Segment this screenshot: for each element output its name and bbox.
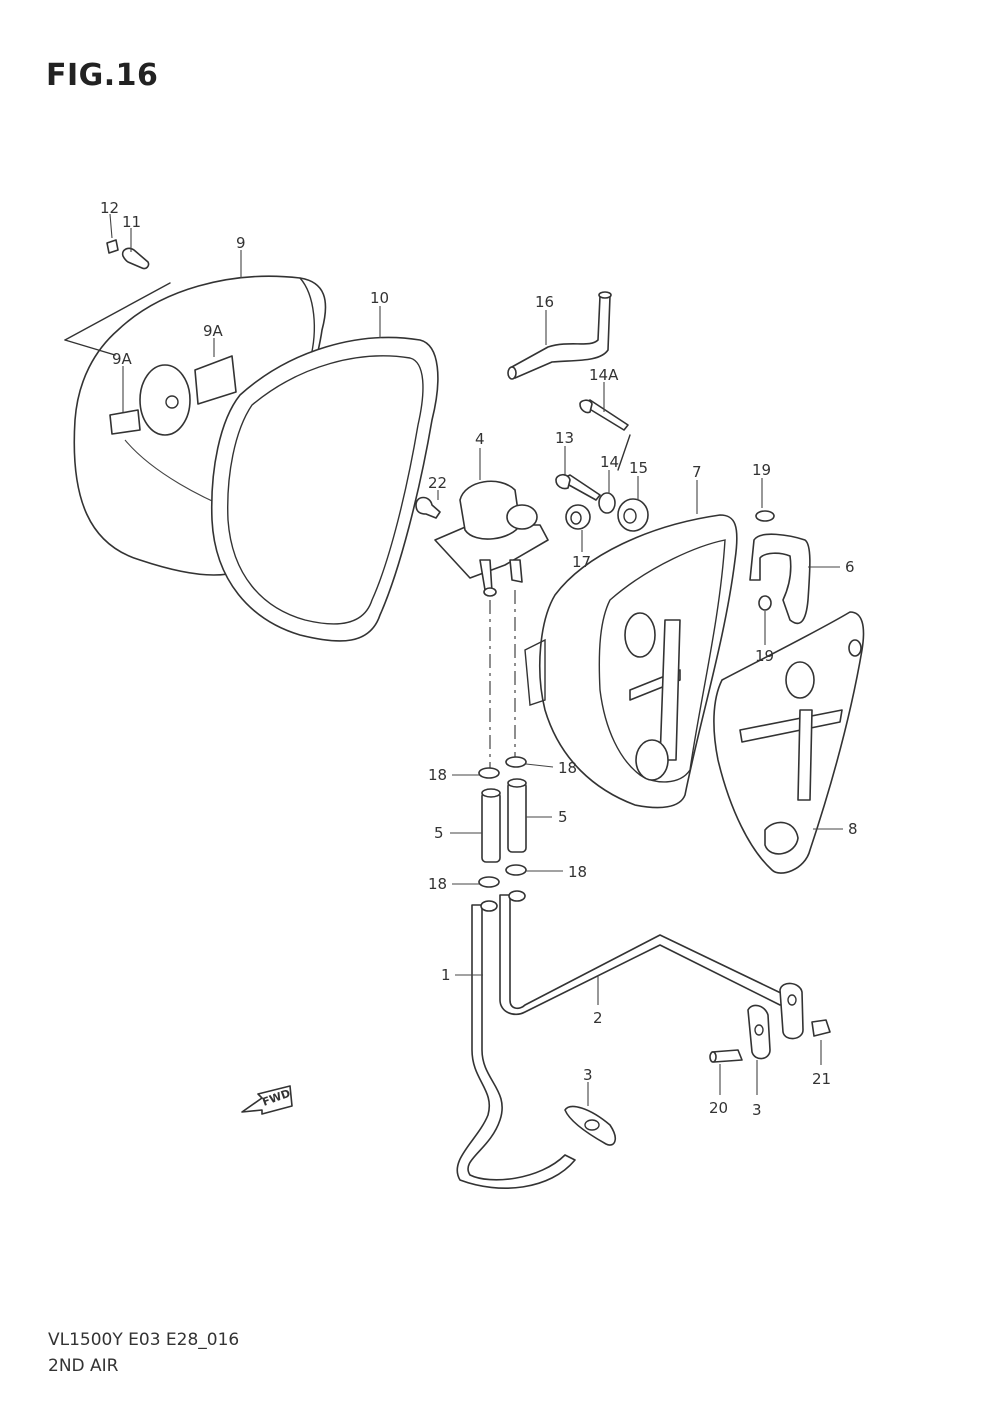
leader-lines [109, 213, 843, 1106]
callout-11: 11 [122, 213, 141, 231]
part-20-stud[interactable] [709, 1049, 743, 1063]
part-7-case[interactable] [524, 514, 738, 809]
leader-cover-to-screw [64, 282, 171, 341]
part-1-pipe[interactable] [456, 900, 576, 1189]
leader-14a-to-15 [617, 434, 631, 471]
part-13-bolt[interactable] [555, 473, 601, 501]
part-5-tube-left[interactable] [481, 788, 501, 863]
callout-13: 13 [555, 429, 574, 447]
part-14-washer[interactable] [598, 492, 616, 514]
callout-3-left: 3 [583, 1066, 593, 1084]
callout-18-d: 18 [568, 863, 587, 881]
callout-18-b: 18 [558, 759, 577, 777]
callout-14: 14 [600, 453, 619, 471]
part-2-pipe[interactable] [499, 890, 791, 1016]
callout-18-c: 18 [428, 875, 447, 893]
part-18-clip-a[interactable] [478, 767, 500, 779]
part-18-clip-d[interactable] [505, 864, 527, 876]
part-3-gasket-right[interactable] [747, 1004, 771, 1060]
part-6-hose[interactable] [749, 533, 811, 625]
part-21-nut[interactable] [811, 1019, 831, 1037]
section-name: 2ND AIR [48, 1356, 119, 1376]
part-22-bolt[interactable] [415, 496, 441, 519]
callout-1: 1 [441, 966, 451, 984]
part-3-gasket-left[interactable] [564, 1105, 617, 1146]
part-18-clip-b[interactable] [505, 756, 527, 768]
part-14a-bolt[interactable] [579, 399, 629, 431]
part-18-clip-c[interactable] [478, 876, 500, 888]
callout-18-a: 18 [428, 766, 447, 784]
callout-2: 2 [593, 1009, 603, 1027]
part-16-hose[interactable] [507, 291, 612, 380]
callout-9a-left: 9A [112, 350, 133, 368]
part-5-tube-right[interactable] [507, 778, 527, 853]
part-4-valve[interactable] [434, 480, 549, 597]
callout-9a-right: 9A [203, 322, 224, 340]
part-19-clip-bottom[interactable] [758, 595, 772, 611]
callout-22: 22 [428, 474, 447, 492]
callout-12: 12 [100, 199, 119, 217]
callout-16: 16 [535, 293, 554, 311]
callout-9: 9 [236, 234, 246, 252]
fwd-arrow: FWD [241, 1085, 293, 1115]
callout-3-right: 3 [752, 1101, 762, 1119]
callout-8: 8 [848, 820, 858, 838]
model-code: VL1500Y E03 E28_016 [48, 1330, 240, 1350]
callout-4: 4 [475, 430, 485, 448]
callout-20: 20 [709, 1099, 728, 1117]
part-2-flange[interactable] [779, 982, 804, 1040]
callout-10: 10 [370, 289, 389, 307]
part-15-grommet[interactable] [617, 498, 649, 532]
callout-5-right: 5 [558, 808, 568, 826]
part-12-washer[interactable] [106, 239, 119, 254]
part-17-collar[interactable] [565, 504, 591, 530]
callout-19-bottom: 19 [755, 647, 774, 665]
leader-cover-edge [64, 339, 116, 356]
callout-17: 17 [572, 553, 591, 571]
callout-5-left: 5 [434, 824, 444, 842]
callout-21: 21 [812, 1070, 831, 1088]
part-19-clip-top[interactable] [755, 510, 775, 522]
figure-title: FIG.16 [46, 58, 159, 93]
callout-6: 6 [845, 558, 855, 576]
callout-14a: 14A [589, 366, 619, 384]
part-11-screw[interactable] [121, 247, 150, 270]
part-8-cover-plate[interactable] [713, 611, 865, 874]
part-10-seal[interactable] [210, 336, 439, 642]
callout-7: 7 [692, 463, 702, 481]
callout-15: 15 [629, 459, 648, 477]
callout-19-top: 19 [752, 461, 771, 479]
